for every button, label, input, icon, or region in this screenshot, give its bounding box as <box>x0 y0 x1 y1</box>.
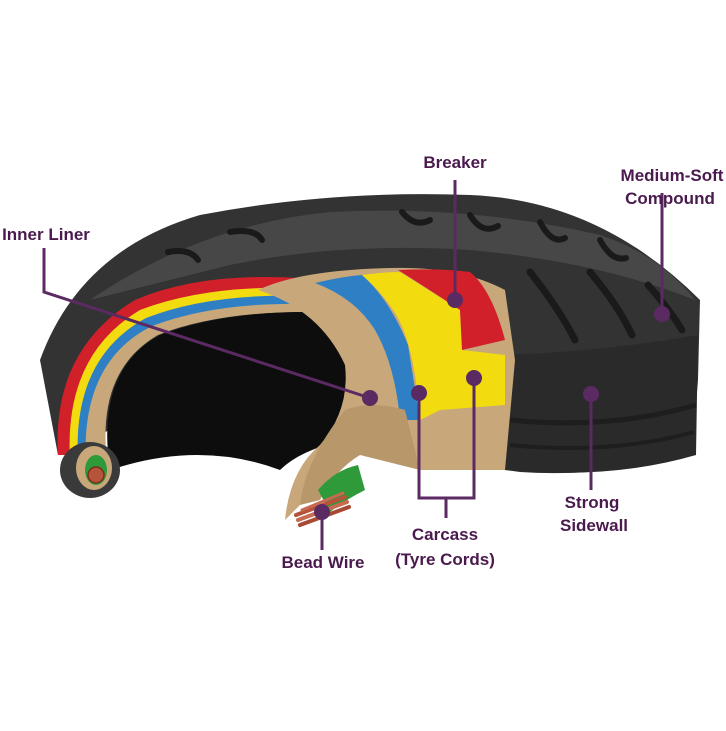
tread-groove <box>165 248 201 263</box>
cavity-interior <box>107 312 360 470</box>
cross-section-layers <box>258 267 515 527</box>
inner-liner-leader <box>42 248 371 400</box>
tread-groove <box>526 268 579 344</box>
section-blue-band <box>315 275 420 420</box>
tread-groove <box>597 237 629 262</box>
labels: Breaker Medium-Soft Compound Inner Liner… <box>2 153 724 572</box>
compound-label-line1: Medium-Soft <box>621 166 724 185</box>
tread-groove <box>399 209 433 226</box>
sidewall-label-line2: Sidewall <box>560 516 628 535</box>
inner-liner-label: Inner Liner <box>2 225 90 244</box>
sidewall-dot <box>583 386 599 402</box>
carcass-dot-right <box>466 370 482 386</box>
leader-dots <box>314 292 670 520</box>
carcass-dot-left <box>411 385 427 401</box>
section-red-breaker <box>398 269 505 350</box>
compound-dot <box>654 306 670 322</box>
compound-label-line2: Compound <box>625 189 715 208</box>
bead-filler-green <box>318 465 365 512</box>
inner-liner-dot <box>362 390 378 406</box>
sidewall-ridge <box>509 402 697 426</box>
carcass-label-line1: Carcass <box>412 525 478 544</box>
left-bead-wire-icon <box>87 466 105 484</box>
left-wall-tan <box>85 303 307 468</box>
breaker-dot <box>447 292 463 308</box>
sidewall-label-line1: Strong <box>565 493 620 512</box>
breaker-label: Breaker <box>423 153 487 172</box>
leader-lines <box>42 180 664 550</box>
bead-wire-dot <box>314 504 330 520</box>
bead-wire-label: Bead Wire <box>282 553 365 572</box>
tread-groove <box>537 219 568 243</box>
left-wall-red <box>57 276 305 455</box>
tread-groove <box>227 228 265 243</box>
inner-cavity <box>57 276 360 498</box>
carcass-label-line2: (Tyre Cords) <box>395 550 495 569</box>
right-sidewall <box>505 335 698 473</box>
sidewall-ridge <box>509 430 695 451</box>
tread-groove <box>467 212 501 232</box>
tread-groove <box>586 268 636 339</box>
